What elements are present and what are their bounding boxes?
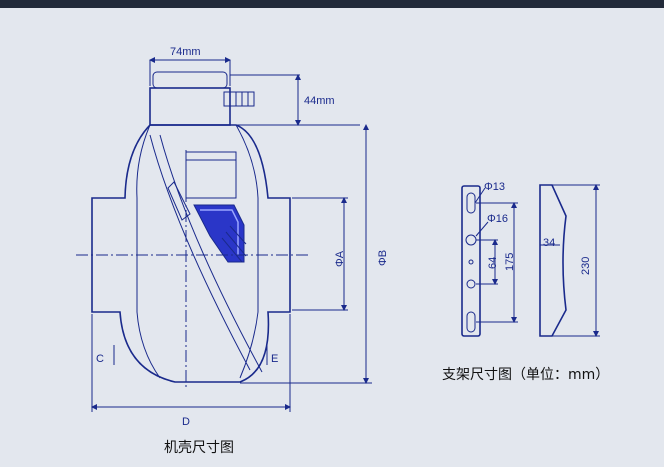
dim-44mm: 44mm [304,95,335,107]
dim-34: 34 [543,237,555,249]
dim-64: 64 [487,257,499,269]
dim-phi-16: Φ16 [487,213,508,225]
dim-175: 175 [504,253,516,271]
bracket-hole-16 [465,234,477,246]
dim-d: D [182,416,190,428]
motor-impeller [193,204,245,263]
housing-dimensions: 74mm 44mm ΦA ΦB C E D [91,46,389,428]
terminal-box [149,87,231,126]
bracket-caption: 支架尺寸图（单位：mm） [442,367,609,383]
dim-e: E [271,353,278,365]
cable-gland [223,91,255,107]
dim-c: C [96,353,104,365]
dim-phi-13: Φ13 [484,181,505,193]
housing-caption: 机壳尺寸图 [164,439,234,456]
bracket-plate [461,185,481,337]
top-banner-strip [0,0,664,8]
bracket-side-view: 34 230 [539,184,600,337]
bracket-side-profile [539,184,567,337]
dim-74mm: 74mm [170,46,201,58]
dim-phi-a: ΦA [334,250,346,267]
fan-housing [76,71,310,390]
bracket-front-view: Φ13 Φ16 64 175 [461,181,518,337]
dim-phi-b: ΦB [377,250,389,266]
housing-body-outline [91,124,291,383]
terminal-box-lid [152,71,228,89]
dim-230: 230 [580,257,592,275]
